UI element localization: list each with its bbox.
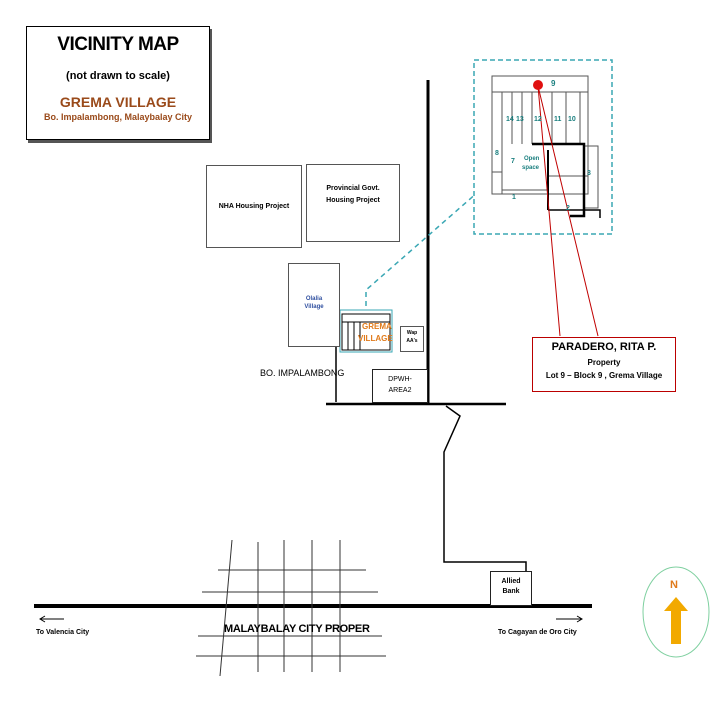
open-space-label-1: Open — [524, 156, 540, 162]
lot-8-label: 8 — [495, 150, 499, 157]
property-lot: Lot 9 – Block 9 , Grema Village — [545, 371, 663, 380]
lot-3-label: 3 — [587, 170, 591, 177]
nha-housing-project: NHA Housing Project — [206, 165, 302, 248]
village-label-1: Olalia — [305, 296, 323, 302]
lot-10-label: 10 — [568, 116, 576, 123]
property-callout: PARADERO, RITA P. Property Lot 9 – Block… — [532, 337, 676, 392]
city-street-grid — [196, 539, 386, 677]
dpwh-label-2: AREA2 — [388, 387, 412, 394]
north-arrow-icon — [664, 597, 688, 644]
village-label-2: Village — [304, 304, 324, 310]
city-proper-label: MALAYBALAY CITY PROPER — [224, 623, 370, 635]
provincial-label-1: Provincial Govt. — [326, 185, 380, 192]
property-marker — [533, 80, 543, 90]
provincial-housing-project: Provincial Govt. Housing Project — [306, 164, 400, 242]
nha-label: NHA Housing Project — [218, 203, 290, 210]
lot-7-label: 7 — [511, 158, 515, 165]
lot-12-label: 12 — [534, 116, 542, 123]
barangay-label: BO. IMPALAMBONG — [260, 368, 345, 378]
property-label: Property — [587, 358, 621, 367]
lot-14-label: 14 — [506, 116, 514, 123]
title-box: VICINITY MAP (not drawn to scale) GREMA … — [26, 26, 210, 140]
east-direction-label: To Cagayan de Oro City — [498, 629, 577, 636]
provincial-label-2: Housing Project — [326, 197, 380, 204]
allied-bank: Allied Bank — [490, 571, 532, 606]
lot-1-label: 1 — [512, 194, 516, 201]
bank-label-2: Bank — [502, 588, 520, 595]
village-block: Olalia Village — [288, 263, 340, 347]
small-building-label-2: AA's — [406, 338, 418, 344]
access-road — [443, 405, 527, 606]
open-space-label-2: space — [522, 165, 540, 171]
small-building: Wap AA's — [400, 326, 424, 352]
property-owner: PARADERO, RITA P. — [551, 341, 657, 353]
dpwh-label-1: DPWH- — [388, 376, 412, 383]
dpwh-area: DPWH- AREA2 — [372, 369, 428, 403]
lot-9-label: 9 — [551, 79, 556, 88]
bank-label-1: Allied — [501, 578, 521, 585]
small-building-label-1: Wap — [406, 330, 418, 336]
map-title: VICINITY MAP — [57, 34, 179, 55]
north-label: N — [670, 579, 678, 591]
grema-label-2: VILLAGE — [358, 334, 393, 343]
lot-2-label: 2 — [566, 205, 570, 212]
west-direction-label: To Valencia City — [36, 629, 90, 636]
grema-label-1: GREMA — [362, 322, 392, 331]
location-name: Bo. Impalambong, Malaybalay City — [43, 112, 193, 122]
lot-13-label: 13 — [516, 116, 524, 123]
leader-line-left — [537, 85, 561, 337]
scale-note: (not drawn to scale) — [66, 70, 170, 82]
lot-11-label: 11 — [554, 116, 562, 123]
subdivision-name: GREMA VILLAGE — [59, 94, 177, 110]
leader-line-right — [537, 85, 599, 337]
